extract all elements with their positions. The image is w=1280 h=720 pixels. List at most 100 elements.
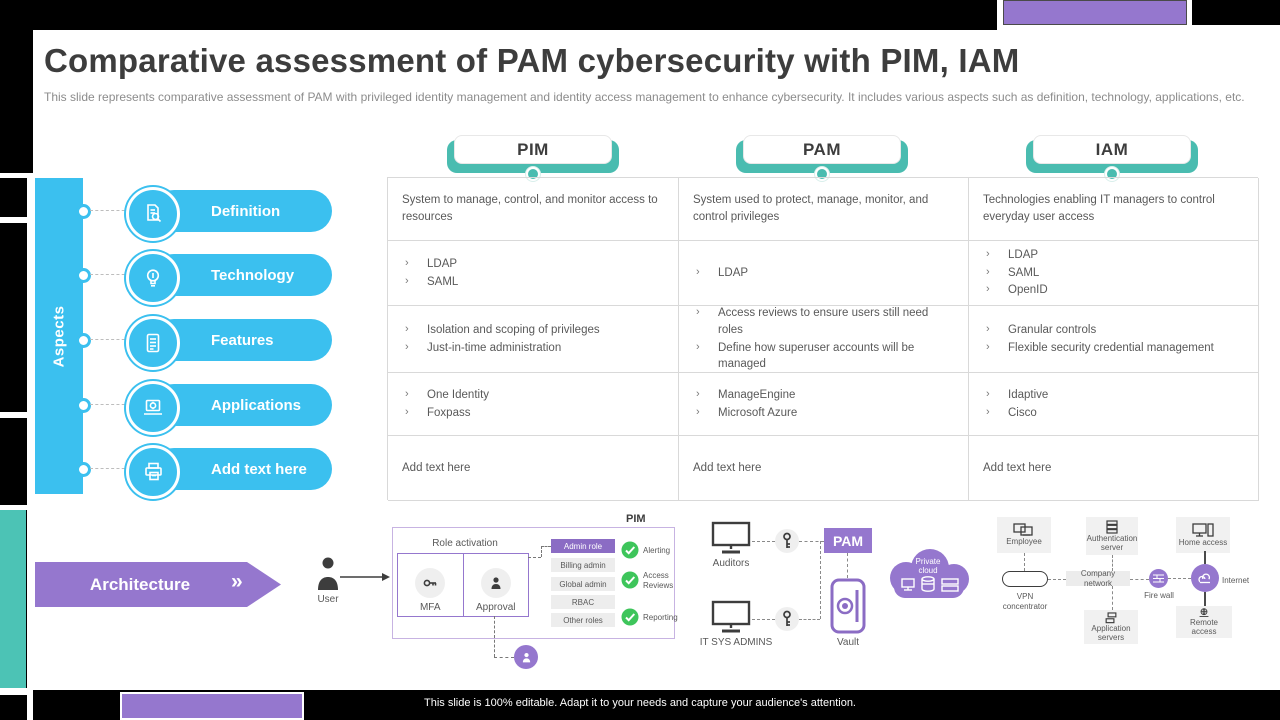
connector-dash — [90, 404, 130, 405]
cell-technology-iam: LDAPSAMLOpenID — [969, 241, 1259, 306]
check-icon — [621, 571, 639, 589]
approval-label: Approval — [476, 602, 516, 613]
pill-technology: Technology — [153, 254, 332, 296]
key-icon — [775, 529, 799, 553]
user-arrow — [340, 570, 390, 589]
tab-pam-label: PAM — [743, 135, 901, 164]
auditors-label: Auditors — [712, 558, 750, 569]
pim-diagram-box — [392, 527, 675, 639]
pam-connector — [799, 619, 820, 620]
cell-technology-pam: LDAP — [679, 241, 969, 306]
left-decor-gap — [0, 505, 27, 510]
tab-pim: PIM — [447, 135, 619, 181]
cell-placeholder-pam[interactable]: Add text here — [679, 436, 969, 501]
desktop-icon — [1192, 523, 1214, 537]
cell-definition-iam: Technologies enabling IT managers to con… — [969, 178, 1259, 241]
role-activation-label: Role activation — [432, 538, 498, 549]
vpn-label: VPN concentrator — [1002, 592, 1048, 611]
remote-access-label: Remote access — [1189, 617, 1218, 636]
pam-connector — [752, 619, 775, 620]
role-activation-box: MFA Approval — [397, 553, 529, 617]
aspects-label: Aspects — [50, 305, 68, 367]
document-search-icon — [126, 187, 180, 241]
cell-placeholder-iam[interactable]: Add text here — [969, 436, 1259, 501]
architecture-label: Architecture — [89, 574, 191, 594]
pim-connector — [541, 546, 542, 557]
employee-box: Employee — [997, 517, 1051, 553]
computers-icon — [1013, 523, 1033, 537]
iam-connector — [1204, 551, 1206, 564]
mfa-cell: MFA — [398, 554, 463, 616]
check-reporting-label: Reporting — [643, 613, 678, 622]
tab-iam: IAM — [1026, 135, 1198, 181]
monitor-icon — [711, 521, 751, 560]
cell-technology-pim: LDAPSAML — [388, 241, 679, 306]
app-servers-box: Application servers — [1084, 610, 1138, 644]
monitor-icon — [711, 600, 751, 639]
svg-text:cloud: cloud — [918, 566, 937, 575]
cell-placeholder-pim[interactable]: Add text here — [388, 436, 679, 501]
cell-definition-pim: System to manage, control, and monitor a… — [388, 178, 679, 241]
role-rbac: RBAC — [551, 595, 615, 609]
left-decor-gap — [0, 217, 27, 223]
bottom-purple-bar — [120, 692, 304, 720]
cell-applications-iam: IdaptiveCisco — [969, 373, 1259, 436]
company-network-box: Company network — [1066, 569, 1130, 588]
pam-connector — [847, 553, 848, 578]
pill-add-text[interactable]: Add text here — [153, 448, 332, 490]
app-servers-label: Application servers — [1091, 623, 1131, 642]
vault-icon — [830, 578, 866, 641]
role-other: Other roles — [551, 613, 615, 627]
pill-features: Features — [153, 319, 332, 361]
check-icon — [621, 541, 639, 559]
person-icon — [480, 568, 511, 598]
pim-connector — [494, 616, 495, 657]
pill-definition: Definition — [153, 190, 332, 232]
internet-label: Internet — [1222, 576, 1250, 585]
connector-dash — [90, 274, 130, 275]
connector-node — [76, 398, 91, 413]
left-decor-gap — [0, 173, 27, 178]
iam-connector — [1130, 579, 1149, 580]
remote-access-box: Remote access — [1176, 606, 1232, 638]
architecture-banner: Architecture » — [35, 562, 281, 607]
connector-node — [76, 268, 91, 283]
connector-dash — [90, 339, 130, 340]
connector-dash — [90, 468, 130, 469]
pim-diagram-title: PIM — [626, 513, 646, 525]
footer-note: This slide is 100% editable. Adapt it to… — [424, 697, 856, 709]
pim-connector — [541, 546, 551, 547]
cell-applications-pim: One IdentityFoxpass — [388, 373, 679, 436]
role-global: Global admin — [551, 577, 615, 591]
vpn-concentrator-shape — [1002, 571, 1048, 587]
globe-monitor-icon — [1199, 608, 1209, 617]
itsys-label: IT SYS ADMINS — [699, 637, 773, 648]
top-purple-bar — [1003, 0, 1187, 25]
iam-connector — [1204, 592, 1206, 606]
server-icon — [1106, 520, 1118, 534]
tab-pim-label: PIM — [454, 135, 612, 164]
approval-cell: Approval — [462, 554, 529, 616]
tab-iam-label: IAM — [1033, 135, 1191, 164]
internet-cloud-icon — [1191, 564, 1219, 592]
page-subtitle: This slide represents comparative assess… — [44, 90, 1245, 104]
aspects-bar: Aspects — [35, 178, 83, 494]
pim-connector — [528, 557, 541, 558]
connector-node — [76, 462, 91, 477]
pam-connector — [820, 541, 821, 619]
firewall-icon — [1149, 569, 1168, 588]
page-title: Comparative assessment of PAM cybersecur… — [44, 42, 1020, 79]
key-icon — [415, 568, 446, 598]
connector-node — [76, 333, 91, 348]
stacked-servers-icon — [1105, 612, 1117, 624]
cell-definition-pam: System used to protect, manage, monitor,… — [679, 178, 969, 241]
pam-connector — [799, 541, 824, 542]
iam-connector — [1112, 586, 1113, 610]
vault-label: Vault — [836, 637, 860, 648]
left-decor-strip — [27, 173, 33, 720]
iam-connector — [1112, 555, 1113, 571]
comparison-table: System to manage, control, and monitor a… — [387, 177, 1259, 501]
cell-features-pim: Isolation and scoping of privilegesJust-… — [388, 306, 679, 373]
